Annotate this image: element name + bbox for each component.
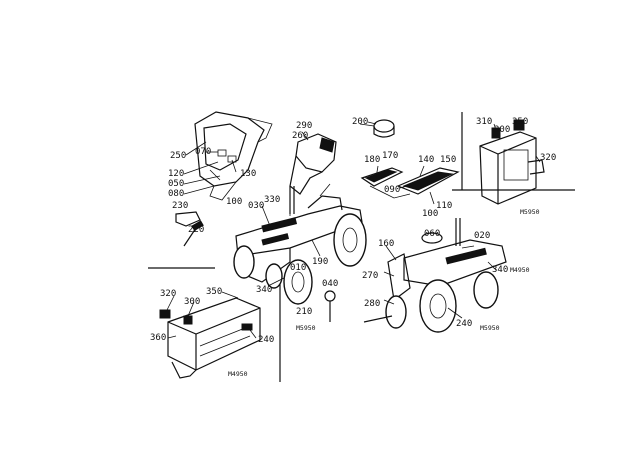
label-340-right: 340 [492,265,508,275]
inset-frame-top-right [452,112,575,191]
label-140: 140 [418,155,434,165]
label-300-bottom: 300 [184,297,200,307]
part-labels: 250 070 120 050 080 130 100 230 220 290 … [150,117,556,345]
label-210: 210 [296,307,312,317]
fuel-cap [367,119,395,138]
model-tag-m5950-mid: M5950 [296,324,316,332]
model-tag-m5950-top: M5950 [520,208,540,216]
small-parts-left [175,211,204,247]
label-160: 160 [378,239,394,249]
label-110: 110 [436,201,452,211]
label-180: 180 [364,155,380,165]
label-070: 070 [195,147,211,157]
label-030: 030 [248,201,264,211]
label-100-fender: 100 [226,197,242,207]
label-220: 220 [188,225,204,235]
label-170: 170 [382,151,398,161]
fender-dash-assembly [194,111,273,201]
label-200: 200 [352,117,368,127]
label-230: 230 [172,201,188,211]
label-150: 150 [440,155,456,165]
model-tag-m4950-bottom: M4950 [228,370,248,378]
label-350-bottom: 350 [206,287,222,297]
label-320-bottom: 320 [160,289,176,299]
label-040: 040 [322,279,338,289]
label-330: 330 [264,195,280,205]
label-270: 270 [362,271,378,281]
label-120: 120 [168,169,184,179]
label-090: 090 [384,185,400,195]
label-130: 130 [240,169,256,179]
label-360: 360 [150,333,166,343]
tractor-main [233,183,367,305]
label-020: 020 [474,231,490,241]
rear-shroud [289,133,337,195]
hood-panels [360,167,460,199]
model-tag-m4950-right: M4950 [510,266,530,274]
label-310: 310 [476,117,492,127]
label-050: 050 [168,179,184,189]
label-010: 010 [290,263,306,273]
shift-lever [324,290,336,322]
label-060: 060 [424,229,440,239]
inset-radiator [479,119,545,205]
model-tag-m5950-right: M5950 [480,324,500,332]
model-tags: M5950 M4950 M5950 M5950 M4950 [228,208,540,378]
label-320-top: 320 [540,153,556,163]
label-260: 260 [292,131,308,141]
inset-engine [159,297,261,379]
label-190: 190 [312,257,328,267]
label-340-main: 340 [256,285,272,295]
label-240-right: 240 [456,319,472,329]
label-250: 250 [170,151,186,161]
label-240-bottom: 240 [258,335,274,345]
inset-frame-bottom-left [148,267,281,382]
label-290: 290 [296,121,312,131]
label-280: 280 [364,299,380,309]
label-100-hood: 100 [422,209,438,219]
leader-lines [165,123,541,339]
label-080: 080 [168,189,184,199]
tractor-right [363,218,507,333]
label-350-top: 350 [512,117,528,127]
label-300-top: 300 [494,125,510,135]
